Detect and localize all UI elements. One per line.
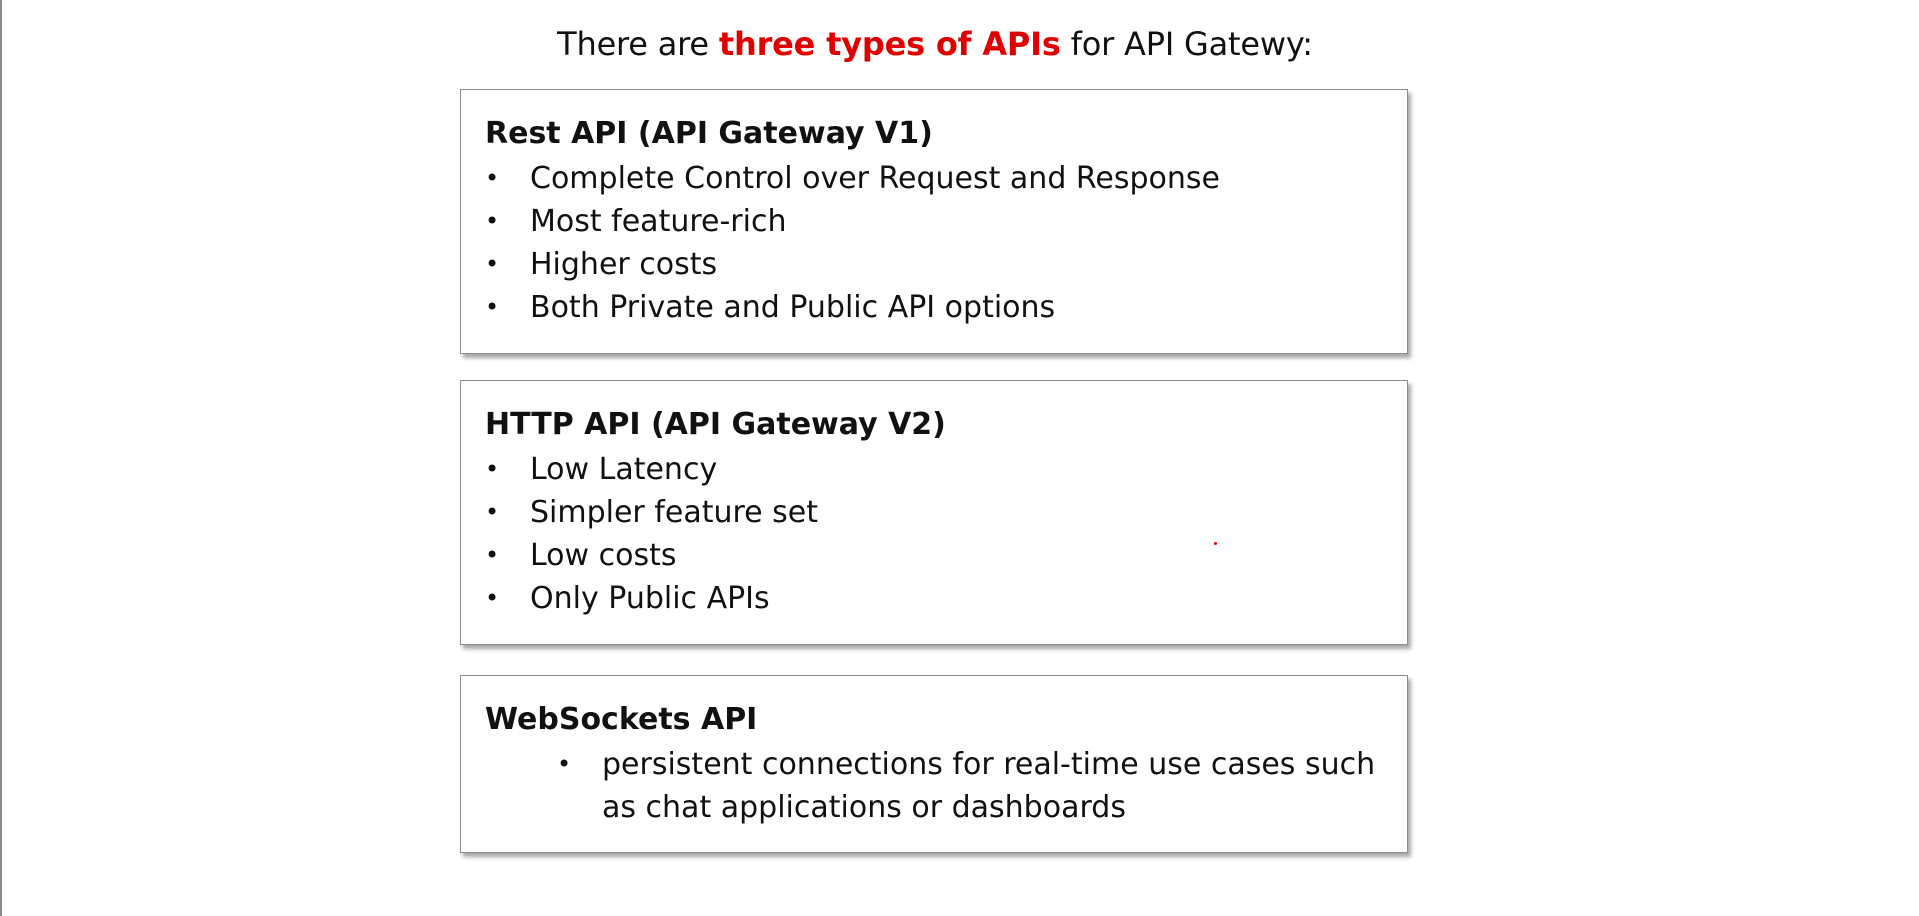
list-item: • Most feature-rich (485, 200, 1383, 243)
bullet-icon: • (485, 164, 500, 192)
list-item-text: persistent connections for real-time use… (602, 747, 1376, 825)
websockets-api-feature-list: • persistent connections for real-time us… (485, 743, 1383, 829)
pointer-dot (1214, 542, 1217, 545)
list-item-text: Simpler feature set (530, 495, 819, 530)
heading-highlight: three types of APIs (718, 25, 1061, 63)
list-item: • Low Latency (485, 448, 1383, 491)
list-item: • persistent connections for real-time us… (485, 743, 1383, 829)
websockets-api-title: WebSockets API (485, 702, 758, 737)
list-item-text: Complete Control over Request and Respon… (530, 161, 1220, 196)
rest-api-feature-list: • Complete Control over Request and Respo… (485, 157, 1383, 329)
http-api-title: HTTP API (API Gateway V2) (485, 407, 946, 442)
bullet-icon: • (485, 541, 500, 569)
bullet-icon: • (485, 250, 500, 278)
list-item: • Simpler feature set (485, 491, 1383, 534)
list-item-text: Low costs (530, 538, 677, 573)
list-item: • Low costs (485, 534, 1383, 577)
list-item-text: Only Public APIs (530, 581, 770, 616)
heading-suffix: for API Gatewy: (1060, 25, 1313, 63)
heading-prefix: There are (557, 25, 719, 63)
list-item: • Both Private and Public API options (485, 286, 1383, 329)
bullet-icon: • (485, 207, 500, 235)
list-item: • Higher costs (485, 243, 1383, 286)
list-item-text: Both Private and Public API options (530, 290, 1056, 325)
rest-api-card: Rest API (API Gateway V1) • Complete Cont… (460, 89, 1408, 354)
websockets-api-card: WebSockets API • persistent connections f… (460, 675, 1408, 853)
list-item: • Complete Control over Request and Respo… (485, 157, 1383, 200)
http-api-feature-list: • Low Latency • Simpler feature set • Low c… (485, 448, 1383, 620)
bullet-icon: • (485, 584, 500, 612)
bullet-icon: • (485, 455, 500, 483)
list-item-text: Higher costs (530, 247, 718, 282)
slide-heading: There are three types of APIs for API Ga… (0, 22, 1870, 66)
left-border-line (0, 0, 2, 916)
rest-api-title: Rest API (API Gateway V1) (485, 116, 933, 151)
list-item-text: Low Latency (530, 452, 718, 487)
bullet-icon: • (485, 498, 500, 526)
list-item-text: Most feature-rich (530, 204, 787, 239)
http-api-card: HTTP API (API Gateway V2) • Low Latency •… (460, 380, 1408, 645)
list-item: • Only Public APIs (485, 577, 1383, 620)
bullet-icon: • (485, 293, 500, 321)
bullet-icon: • (557, 750, 572, 778)
